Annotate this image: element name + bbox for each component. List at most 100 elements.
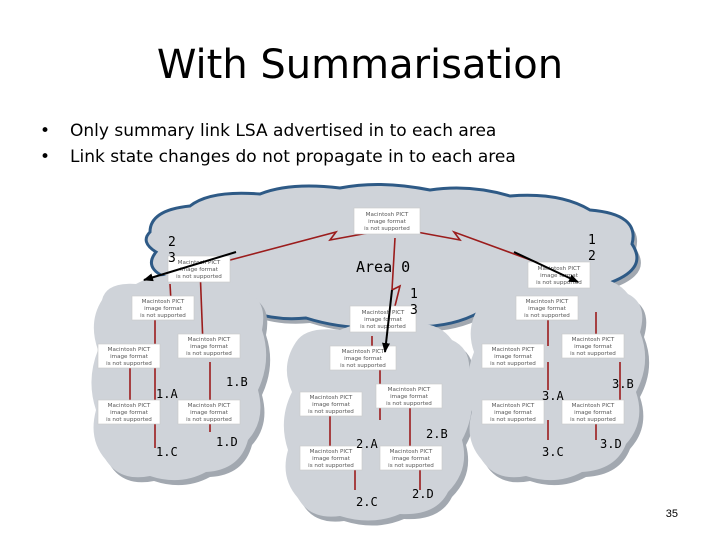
area3-cloud xyxy=(467,275,650,486)
svg-text:Macintosh PICT: Macintosh PICT xyxy=(310,395,353,401)
arrow-middle xyxy=(382,289,393,353)
router-label: 3.D xyxy=(600,437,622,451)
svg-text:image format: image format xyxy=(390,394,429,400)
image-placeholder: Macintosh PICT image format is not suppo… xyxy=(379,445,443,471)
svg-text:is not supported: is not supported xyxy=(340,363,386,369)
area2-cloud xyxy=(283,322,476,526)
svg-text:Macintosh PICT: Macintosh PICT xyxy=(310,449,353,455)
link-backbone-area3 xyxy=(394,227,586,281)
bullet-item: •Only summary link LSA advertised in to … xyxy=(40,121,497,141)
arrow-label-right: 2 xyxy=(588,249,596,264)
router-label: 3.A xyxy=(542,389,564,403)
arrow-label-left: 3 xyxy=(168,251,176,266)
arrow-label-middle: 3 xyxy=(410,303,418,318)
arrow-label-right: 1 xyxy=(588,233,596,248)
svg-text:image format: image format xyxy=(392,456,431,462)
image-placeholder: Macintosh PICT image format is not suppo… xyxy=(349,305,417,333)
image-placeholder: Macintosh PICT image format is not suppo… xyxy=(97,343,161,369)
svg-text:image format: image format xyxy=(528,306,567,312)
image-placeholder: Macintosh PICT image format is not suppo… xyxy=(299,391,363,417)
svg-text:is not supported: is not supported xyxy=(490,361,536,367)
svg-text:Macintosh PICT: Macintosh PICT xyxy=(366,212,409,218)
svg-text:is not supported: is not supported xyxy=(186,351,232,357)
image-placeholder: Macintosh PICT image format is not suppo… xyxy=(177,333,241,359)
arrow-right xyxy=(513,251,579,283)
svg-text:image format: image format xyxy=(344,356,383,362)
router-label: 1.B xyxy=(226,375,248,389)
image-placeholder: Macintosh PICT image format is not suppo… xyxy=(97,399,161,425)
svg-text:is not supported: is not supported xyxy=(570,351,616,357)
svg-text:image format: image format xyxy=(110,354,149,360)
router-label: 1.A xyxy=(156,387,178,401)
page-number: 35 xyxy=(665,508,678,520)
router-label: 2.B xyxy=(426,427,448,441)
svg-text:is not supported: is not supported xyxy=(106,361,152,367)
router-label: 1.D xyxy=(216,435,238,449)
image-placeholder: Macintosh PICT image format is not suppo… xyxy=(375,383,443,409)
arrow-label-middle: 1 xyxy=(410,287,418,302)
svg-text:Macintosh PICT: Macintosh PICT xyxy=(362,310,405,316)
svg-text:is not supported: is not supported xyxy=(106,417,152,423)
svg-text:image format: image format xyxy=(574,344,613,350)
router-label: 2.A xyxy=(356,437,378,451)
router-label: 2.C xyxy=(356,495,378,509)
image-placeholder: Macintosh PICT image format is not suppo… xyxy=(177,399,241,425)
svg-text:is not supported: is not supported xyxy=(176,274,222,280)
svg-text:is not supported: is not supported xyxy=(524,313,570,319)
svg-text:image format: image format xyxy=(180,267,219,273)
image-placeholder: Macintosh PICT image format is not suppo… xyxy=(481,399,545,425)
summary-arrows xyxy=(143,251,579,353)
arrow-label-left: 2 xyxy=(168,235,176,250)
svg-text:is not supported: is not supported xyxy=(308,409,354,415)
svg-text:Macintosh PICT: Macintosh PICT xyxy=(188,337,231,343)
area1-cloud xyxy=(91,275,271,486)
bullet-item: •Link state changes do not propagate in … xyxy=(40,147,516,167)
svg-text:image format: image format xyxy=(110,410,149,416)
image-placeholder: Macintosh PICT image format is not suppo… xyxy=(299,445,363,471)
area0-label: Area 0 xyxy=(356,258,410,276)
svg-text:image format: image format xyxy=(190,344,229,350)
svg-text:image format: image format xyxy=(312,456,351,462)
svg-text:image format: image format xyxy=(494,410,533,416)
svg-text:Macintosh PICT: Macintosh PICT xyxy=(526,299,569,305)
image-placeholder: Macintosh PICT image format is not suppo… xyxy=(561,333,625,359)
svg-text:Macintosh PICT: Macintosh PICT xyxy=(342,349,385,355)
svg-text:Macintosh PICT: Macintosh PICT xyxy=(390,449,433,455)
svg-text:image format: image format xyxy=(144,306,183,312)
svg-text:image format: image format xyxy=(190,410,229,416)
svg-text:is not supported: is not supported xyxy=(186,417,232,423)
router-labels: 1.A 1.B 1.C 1.D 2.A 2.B 2.C 2.D 3.A 3.B … xyxy=(156,375,634,509)
svg-text:Macintosh PICT: Macintosh PICT xyxy=(142,299,185,305)
svg-text:is not supported: is not supported xyxy=(570,417,616,423)
svg-text:Macintosh PICT: Macintosh PICT xyxy=(492,347,535,353)
slide-title: With Summarisation xyxy=(156,42,564,88)
svg-text:image format: image format xyxy=(574,410,613,416)
svg-text:image format: image format xyxy=(540,273,579,279)
svg-text:is not supported: is not supported xyxy=(360,324,406,330)
router-label: 3.C xyxy=(542,445,564,459)
svg-text:image format: image format xyxy=(368,219,407,225)
router-label: 2.D xyxy=(412,487,434,501)
image-placeholder: Macintosh PICT image format is not suppo… xyxy=(353,207,421,235)
image-placeholder: Macintosh PICT image format is not suppo… xyxy=(527,261,591,289)
svg-text:Macintosh PICT: Macintosh PICT xyxy=(538,266,581,272)
image-placeholder: Macintosh PICT image format is not suppo… xyxy=(561,399,625,425)
svg-text:Macintosh PICT: Macintosh PICT xyxy=(572,403,615,409)
svg-text:is not supported: is not supported xyxy=(308,463,354,469)
bullet-list: •Only summary link LSA advertised in to … xyxy=(40,118,516,170)
svg-text:is not supported: is not supported xyxy=(386,401,432,407)
svg-text:Macintosh PICT: Macintosh PICT xyxy=(108,403,151,409)
svg-text:Macintosh PICT: Macintosh PICT xyxy=(492,403,535,409)
svg-text:Macintosh PICT: Macintosh PICT xyxy=(572,337,615,343)
image-placeholder: Macintosh PICT image format is not suppo… xyxy=(515,295,579,321)
arrow-left xyxy=(143,251,237,282)
placeholder-images: Macintosh PICT image format is not suppo… xyxy=(97,207,625,471)
bullet-text: Link state changes do not propagate in t… xyxy=(70,147,516,167)
router-label: 3.B xyxy=(612,377,634,391)
image-placeholder: Macintosh PICT image format is not suppo… xyxy=(481,343,545,369)
svg-text:image format: image format xyxy=(312,402,351,408)
svg-text:is not supported: is not supported xyxy=(364,226,410,232)
svg-text:image format: image format xyxy=(494,354,533,360)
svg-text:image format: image format xyxy=(364,317,403,323)
